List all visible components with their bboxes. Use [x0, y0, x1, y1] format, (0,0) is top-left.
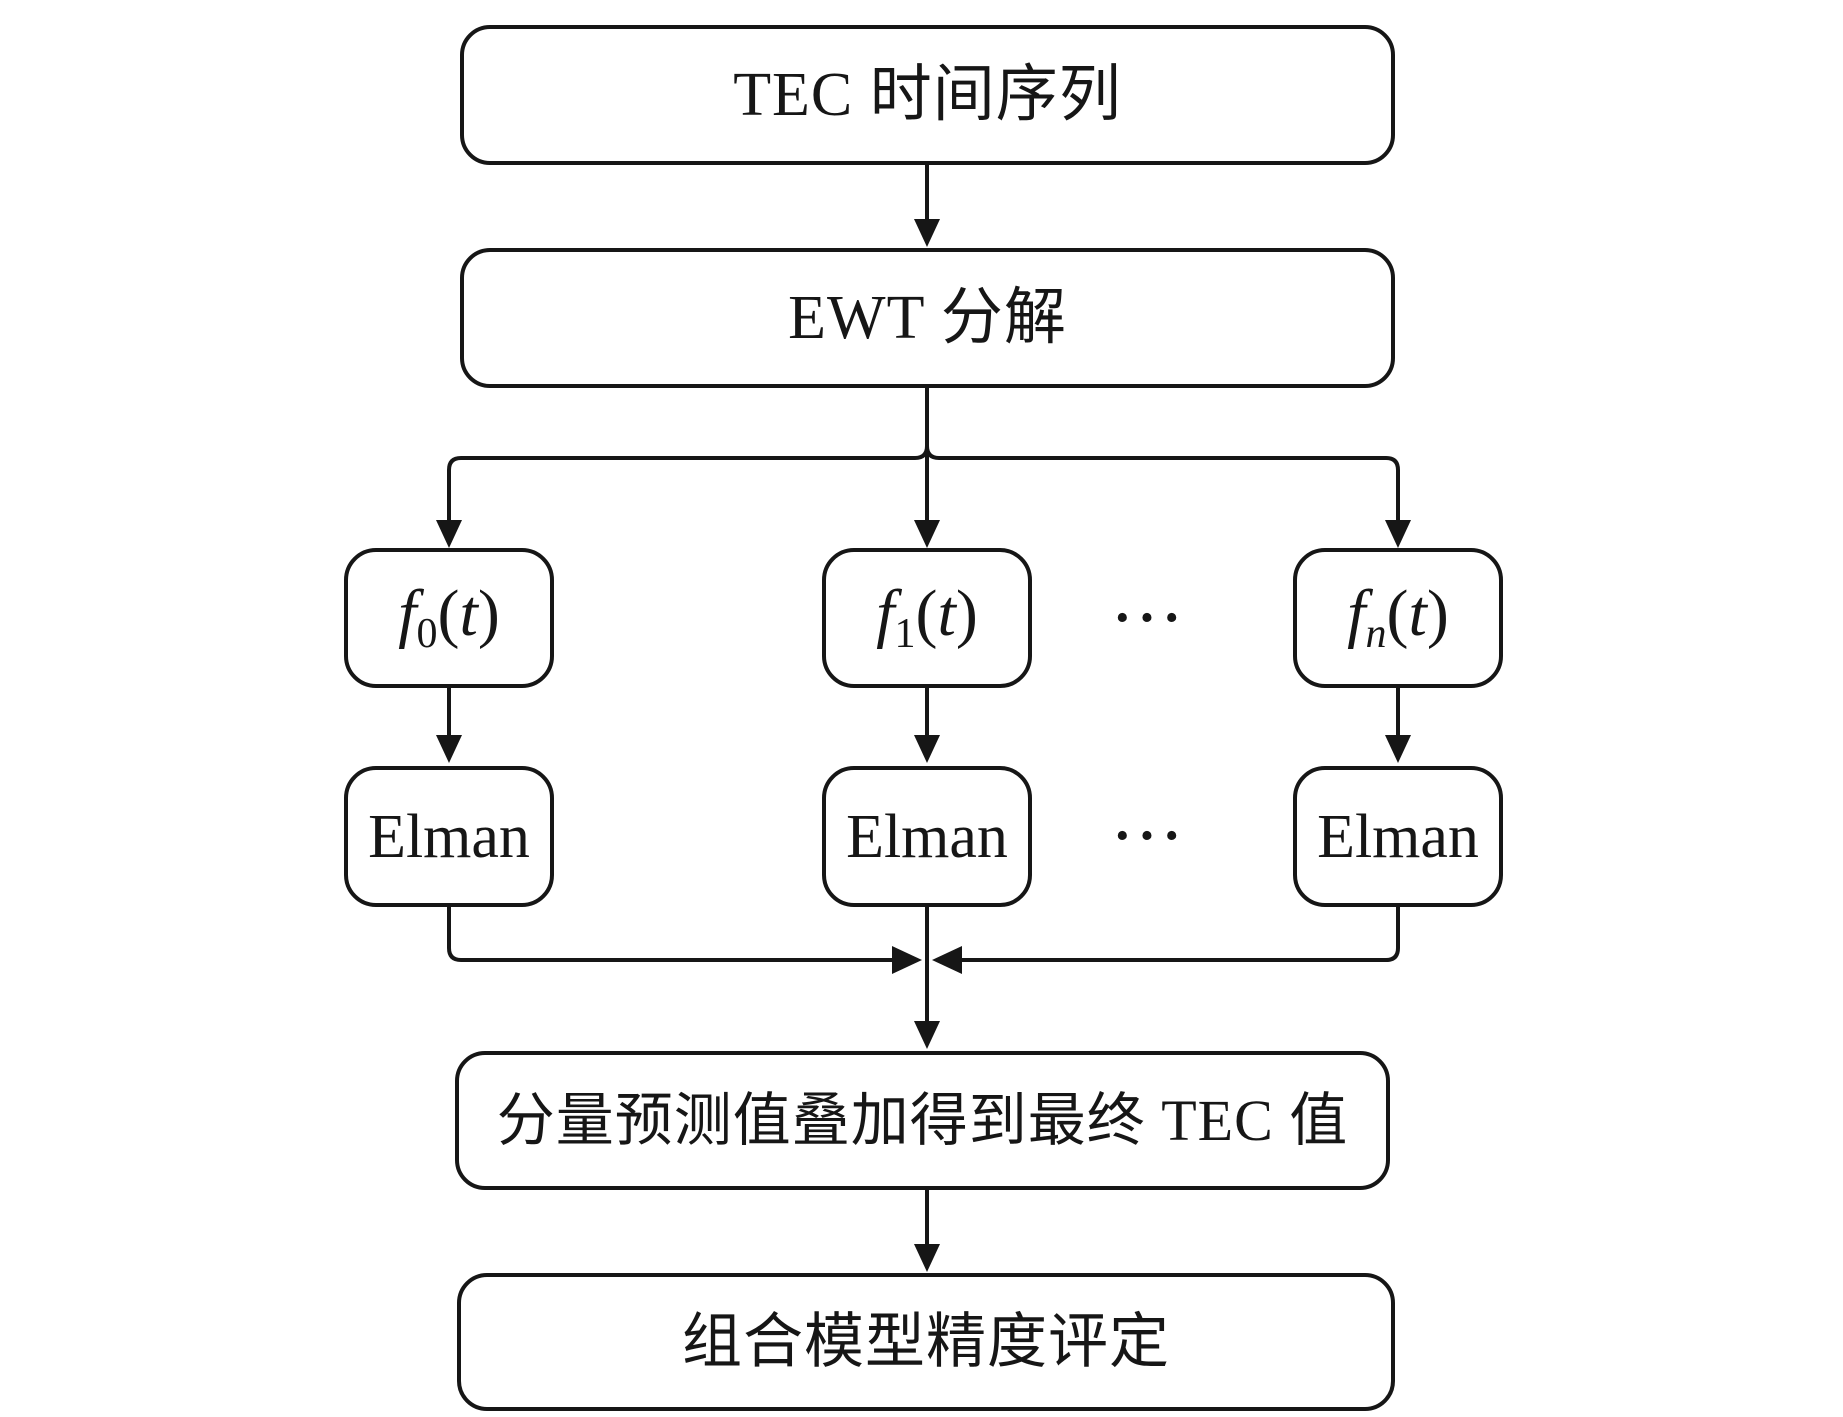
arrow-tec-to-ewt: [914, 165, 940, 247]
box-component-f0: f0(t): [344, 548, 554, 688]
box-component-f1: f1(t): [822, 548, 1032, 688]
arrow-f1-to-elman: [914, 688, 940, 763]
box-component-fn: fn(t): [1293, 548, 1503, 688]
f1-label: f1(t): [876, 577, 978, 657]
ewt-decomposition-label: EWT 分解: [788, 284, 1067, 352]
box-combine-final-tec: 分量预测值叠加得到最终 TEC 值: [455, 1051, 1390, 1190]
box-elman-1: Elman: [822, 766, 1032, 907]
tec-time-series-label: TEC 时间序列: [733, 61, 1122, 129]
arrow-fn-to-elman: [1385, 688, 1411, 763]
elman-n-label: Elman: [1317, 802, 1479, 871]
ellipsis-models: ···: [1112, 805, 1188, 867]
box-tec-time-series: TEC 时间序列: [460, 25, 1395, 165]
elman-1-label: Elman: [846, 802, 1008, 871]
f0-label: f0(t): [398, 577, 500, 657]
ellipsis-components: ···: [1112, 587, 1188, 649]
combine-final-tec-label: 分量预测值叠加得到最终 TEC 值: [496, 1087, 1349, 1153]
arrow-f0-to-elman: [436, 688, 462, 763]
accuracy-assessment-label: 组合模型精度评定: [682, 1309, 1170, 1375]
box-ewt-decomposition: EWT 分解: [460, 248, 1395, 388]
arrow-combine-to-assess: [914, 1190, 940, 1272]
elman-0-label: Elman: [368, 802, 530, 871]
fn-label: fn(t): [1347, 577, 1449, 657]
branch-connector-ewt-to-components: [436, 388, 1411, 548]
box-elman-n: Elman: [1293, 766, 1503, 907]
merge-connector-elman-outputs: [447, 907, 1400, 1049]
box-accuracy-assessment: 组合模型精度评定: [457, 1273, 1395, 1411]
box-elman-0: Elman: [344, 766, 554, 907]
